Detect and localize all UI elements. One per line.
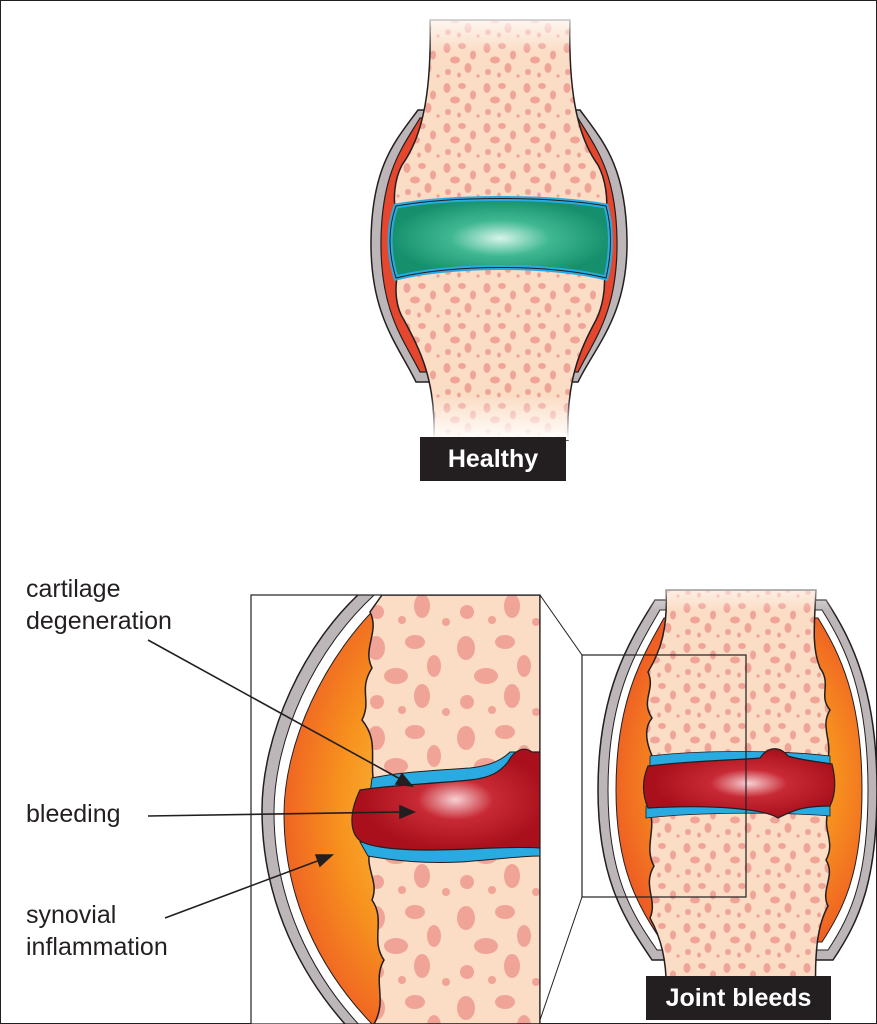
healthy-label: Healthy: [420, 437, 566, 481]
healthy-joint: [371, 8, 627, 440]
zoomed-inset: [251, 580, 552, 1024]
cartilage-degeneration-label-line1: cartilage: [26, 574, 121, 604]
zoom-connector-lines: [540, 595, 582, 1020]
bleeding-joint: [598, 572, 877, 1000]
synovial-inflammation-label-line2: inflammation: [26, 932, 168, 962]
joint-bleeds-label: Joint bleeds: [646, 976, 831, 1020]
cartilage-degeneration-label-line2: degeneration: [26, 606, 172, 636]
bleeding-label: bleeding: [26, 799, 121, 829]
synovial-inflammation-label-line1: synovial: [26, 900, 116, 930]
